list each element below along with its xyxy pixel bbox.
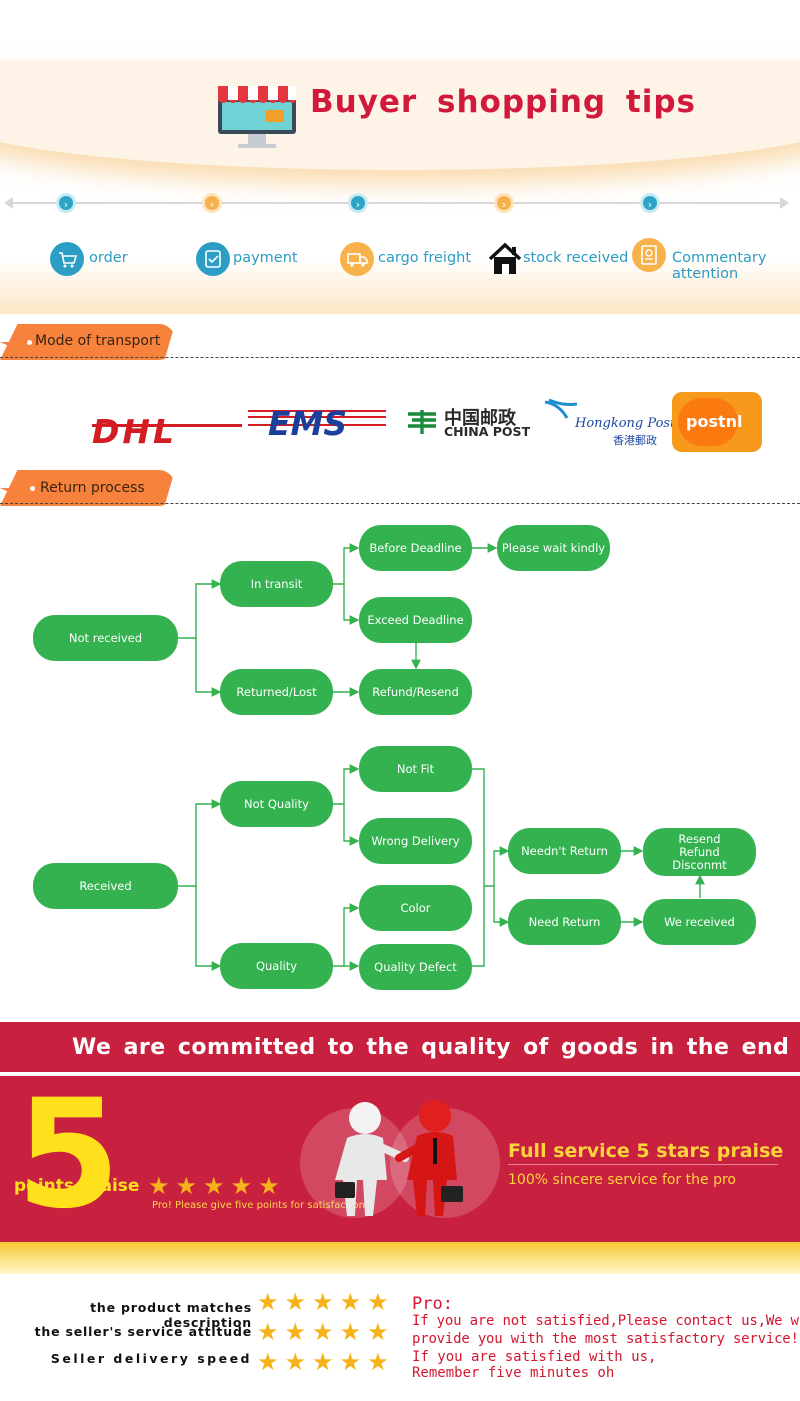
step-dot-icon: › <box>202 193 222 213</box>
ems-logo: EMS <box>268 404 348 443</box>
heading-underline <box>508 1164 778 1165</box>
star-icon[interactable]: ★ <box>284 1318 307 1346</box>
tab-tail-icon <box>0 342 40 360</box>
flow-node-neednt-return: Needn't Return <box>508 828 621 874</box>
line-right-arrow-icon <box>780 197 789 209</box>
star-icon: ★ <box>230 1172 253 1200</box>
shop-icon <box>214 78 300 152</box>
flow-node-not-fit: Not Fit <box>359 746 472 792</box>
star-icon: ★ <box>148 1172 170 1200</box>
rating-stars-description[interactable]: ★★★★★ <box>257 1290 389 1314</box>
line-left-arrow-icon <box>4 197 13 209</box>
star-icon[interactable]: ★ <box>257 1318 279 1346</box>
divider <box>0 357 800 358</box>
pro-heading: Pro: <box>412 1294 453 1314</box>
star-icon: ★ <box>258 1172 280 1200</box>
flow-node-exceed-deadline: Exceed Deadline <box>359 597 472 643</box>
pro-note: Pro! Please give five points for satisfa… <box>152 1200 365 1211</box>
tab-dot-icon <box>27 340 32 345</box>
rating-stars-service[interactable]: ★★★★★ <box>257 1320 389 1344</box>
page-title: Buyer shopping tips <box>310 84 696 120</box>
tab-dot-icon <box>30 486 35 491</box>
star-icon[interactable]: ★ <box>312 1348 334 1376</box>
pro-line-4: Remember five minutes oh <box>412 1365 615 1381</box>
progress-line <box>10 202 785 204</box>
star-icon[interactable]: ★ <box>284 1288 307 1316</box>
rating-stars-delivery[interactable]: ★★★★★ <box>257 1350 389 1374</box>
rating-label-service: the seller's service attitude <box>34 1324 252 1339</box>
star-icon[interactable]: ★ <box>367 1288 389 1316</box>
star-icon[interactable]: ★ <box>284 1348 307 1376</box>
step-dot-icon: › <box>348 193 368 213</box>
flowchart-connectors <box>178 543 705 971</box>
flow-node-received: Received <box>33 863 178 909</box>
step-dot-icon: › <box>56 193 76 213</box>
flow-node-not-quality: Not Quality <box>220 781 333 827</box>
step-label-commentary: Commentary attention <box>672 250 767 282</box>
pro-line-3: If you are satisfied with us, <box>412 1349 657 1365</box>
truck-icon <box>340 242 374 276</box>
section-title-transport: Mode of transport <box>35 333 161 349</box>
flow-node-quality: Quality <box>220 943 333 989</box>
pro-line-2: provide you with the most satisfactory s… <box>412 1331 799 1347</box>
sincere-service-text: 100% sincere service for the pro <box>508 1172 736 1188</box>
steps-band <box>0 188 800 314</box>
dhl-logo: DHL <box>92 412 178 451</box>
rating-label-description: the product matches description <box>90 1300 252 1330</box>
step-dot-icon: › <box>640 193 660 213</box>
praise-stars: ★★★★★ <box>148 1174 280 1198</box>
divider <box>0 503 800 504</box>
flow-node-in-transit: In transit <box>220 561 333 607</box>
flow-node-not-received: Not received <box>33 615 178 661</box>
check-card-icon <box>196 242 230 276</box>
star-icon[interactable]: ★ <box>312 1288 334 1316</box>
star-icon[interactable]: ★ <box>257 1348 279 1376</box>
flow-node-resend-refund-discount: Resend Refund Disconmt <box>643 828 756 876</box>
points-praise: points praise <box>14 1176 140 1196</box>
step-dot-icon: › <box>494 193 514 213</box>
ems-stripes <box>248 410 386 412</box>
flow-node-refund-resend: Refund/Resend <box>359 669 472 715</box>
flow-node-we-received: We received <box>643 899 756 945</box>
step-label-payment: payment <box>233 250 298 266</box>
star-icon[interactable]: ★ <box>257 1288 279 1316</box>
cart-icon <box>50 242 84 276</box>
house-icon <box>488 242 522 276</box>
rating-label-delivery: Seller delivery speed <box>50 1351 252 1366</box>
pro-line-1: If you are not satisfied,Please contact … <box>412 1313 800 1329</box>
comment-icon <box>632 238 666 272</box>
tab-tail-icon <box>0 488 40 506</box>
flow-node-returned-lost: Returned/Lost <box>220 669 333 715</box>
yellow-gradient-strip <box>0 1242 800 1274</box>
dhl-underline <box>92 424 242 427</box>
flow-node-color: Color <box>359 885 472 931</box>
handshake-figures-icon <box>325 1098 475 1223</box>
big-five: 5 <box>16 1068 121 1242</box>
star-icon[interactable]: ★ <box>367 1318 389 1346</box>
star-icon[interactable]: ★ <box>339 1348 362 1376</box>
star-icon: ★ <box>175 1172 198 1200</box>
star-icon: ★ <box>203 1172 225 1200</box>
star-icon[interactable]: ★ <box>339 1318 362 1346</box>
flow-node-need-return: Need Return <box>508 899 621 945</box>
flow-node-please-wait: Please wait kindly <box>497 525 610 571</box>
flow-node-quality-defect: Quality Defect <box>359 944 472 990</box>
step-label-order: order <box>89 250 128 266</box>
flow-node-wrong-delivery: Wrong Delivery <box>359 818 472 864</box>
header-arc <box>0 60 800 170</box>
step-label-cargo: cargo freight <box>378 250 472 266</box>
star-icon[interactable]: ★ <box>312 1318 334 1346</box>
section-title-return: Return process <box>40 480 145 496</box>
commitment-banner: We are committed to the quality of goods… <box>0 1022 800 1072</box>
star-icon[interactable]: ★ <box>367 1348 389 1376</box>
postnl-logo: postnl <box>672 392 762 452</box>
full-service-heading: Full service 5 stars praise <box>508 1140 784 1162</box>
step-label-stock: stock received <box>523 250 629 266</box>
star-icon[interactable]: ★ <box>339 1288 362 1316</box>
flow-node-before-deadline: Before Deadline <box>359 525 472 571</box>
